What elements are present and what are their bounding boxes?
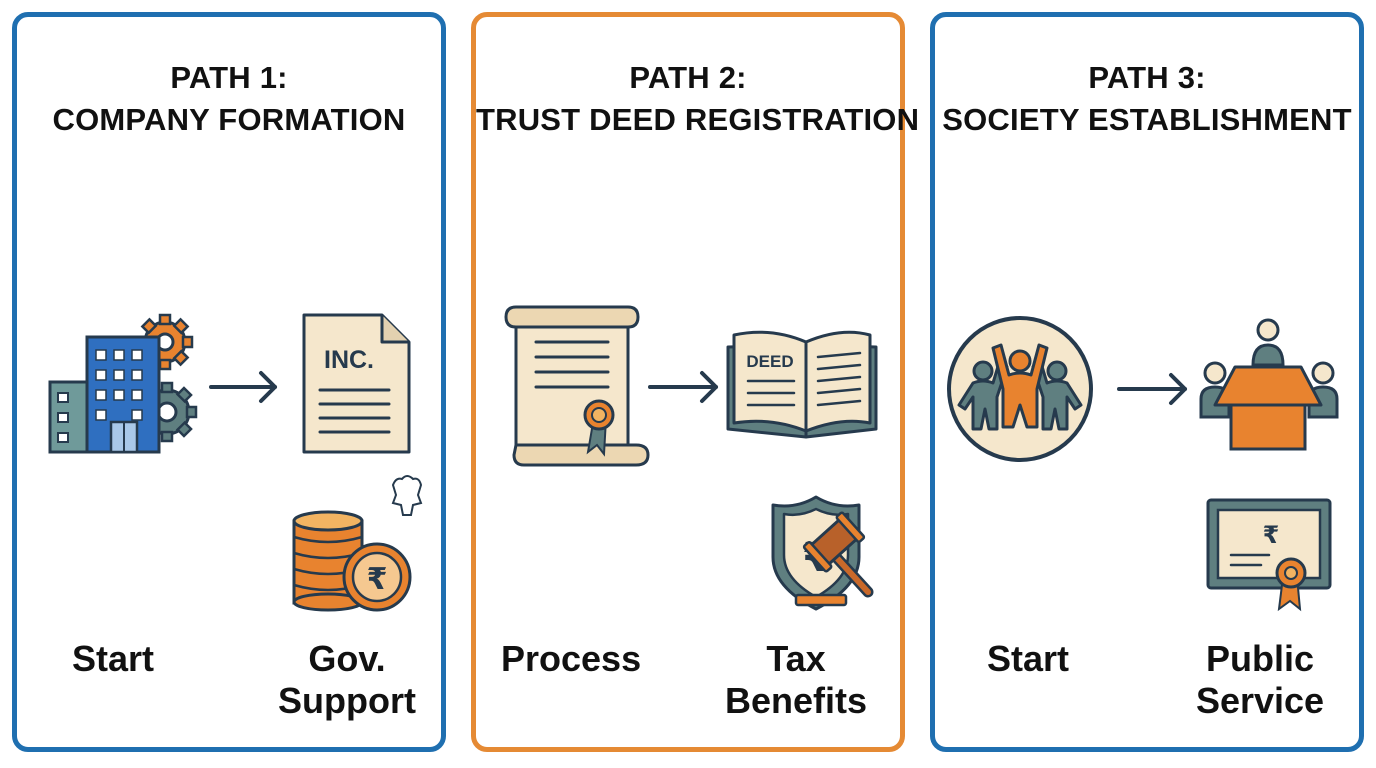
path-2-title: PATH 2: TRUST DEED REGISTRATION	[476, 57, 920, 141]
community-people-icon	[947, 316, 1093, 462]
gov-label-line2: Support	[278, 680, 416, 721]
tax-label-line2: Benefits	[724, 680, 868, 721]
rupee-symbol: ₹	[367, 562, 388, 597]
emblem-icon	[391, 475, 423, 516]
path-2-process-label: Process	[501, 638, 642, 679]
public-label-line1: Public	[1205, 638, 1315, 679]
arrow-right-icon	[209, 371, 277, 403]
path-3-title: PATH 3: SOCIETY ESTABLISHMENT	[935, 57, 1359, 141]
path-1-panel: PATH 1: COMPANY FORMATION	[12, 12, 446, 752]
book-deed-text: DEED	[746, 352, 793, 371]
path-2-number: PATH 2:	[629, 60, 747, 95]
rupee-certificate-icon: ₹	[1206, 498, 1332, 612]
path-1-title: PATH 1: COMPANY FORMATION	[17, 57, 441, 141]
path-3-start-label: Start	[987, 638, 1070, 679]
path-1-heading: COMPANY FORMATION	[52, 102, 406, 137]
path-3-public-service-label: Public Service	[1180, 638, 1340, 722]
path-2-heading: TRUST DEED REGISTRATION	[476, 102, 920, 137]
path-1-illustration: INC. ₹	[48, 313, 423, 612]
incorporation-document-icon: INC.	[302, 313, 411, 454]
scroll-certificate-icon	[504, 305, 650, 467]
path-2-illustration: DEED ₹	[504, 305, 878, 611]
public-label-line2: Service	[1195, 680, 1325, 721]
path-1-number: PATH 1:	[170, 60, 288, 95]
document-inc-text: INC.	[324, 346, 374, 374]
path-3-number: PATH 3:	[1088, 60, 1206, 95]
path-3-illustration: ₹	[947, 316, 1339, 612]
rupee-coin-icon: ₹	[342, 542, 412, 612]
path-3-panel: PATH 3: SOCIETY ESTABLISHMENT	[930, 12, 1364, 752]
arrow-right-icon	[1117, 373, 1187, 405]
gov-label-line1: Gov.	[308, 638, 386, 679]
path-3-heading: SOCIETY ESTABLISHMENT	[942, 102, 1352, 137]
open-book-icon: DEED	[726, 330, 878, 439]
office-building-icon	[48, 335, 161, 454]
arrow-right-icon	[648, 371, 718, 403]
path-1-start-label: Start	[72, 638, 155, 679]
tax-label-line1: Tax	[766, 638, 826, 679]
meeting-table-icon	[1199, 318, 1339, 451]
path-2-panel: PATH 2: TRUST DEED REGISTRATION	[471, 12, 920, 752]
path-1-gov-support-label: Gov. Support	[267, 638, 427, 722]
certificate-rupee-symbol: ₹	[1263, 521, 1280, 549]
path-2-tax-benefits-label: Tax Benefits	[716, 638, 876, 722]
gavel-icon	[794, 511, 874, 607]
